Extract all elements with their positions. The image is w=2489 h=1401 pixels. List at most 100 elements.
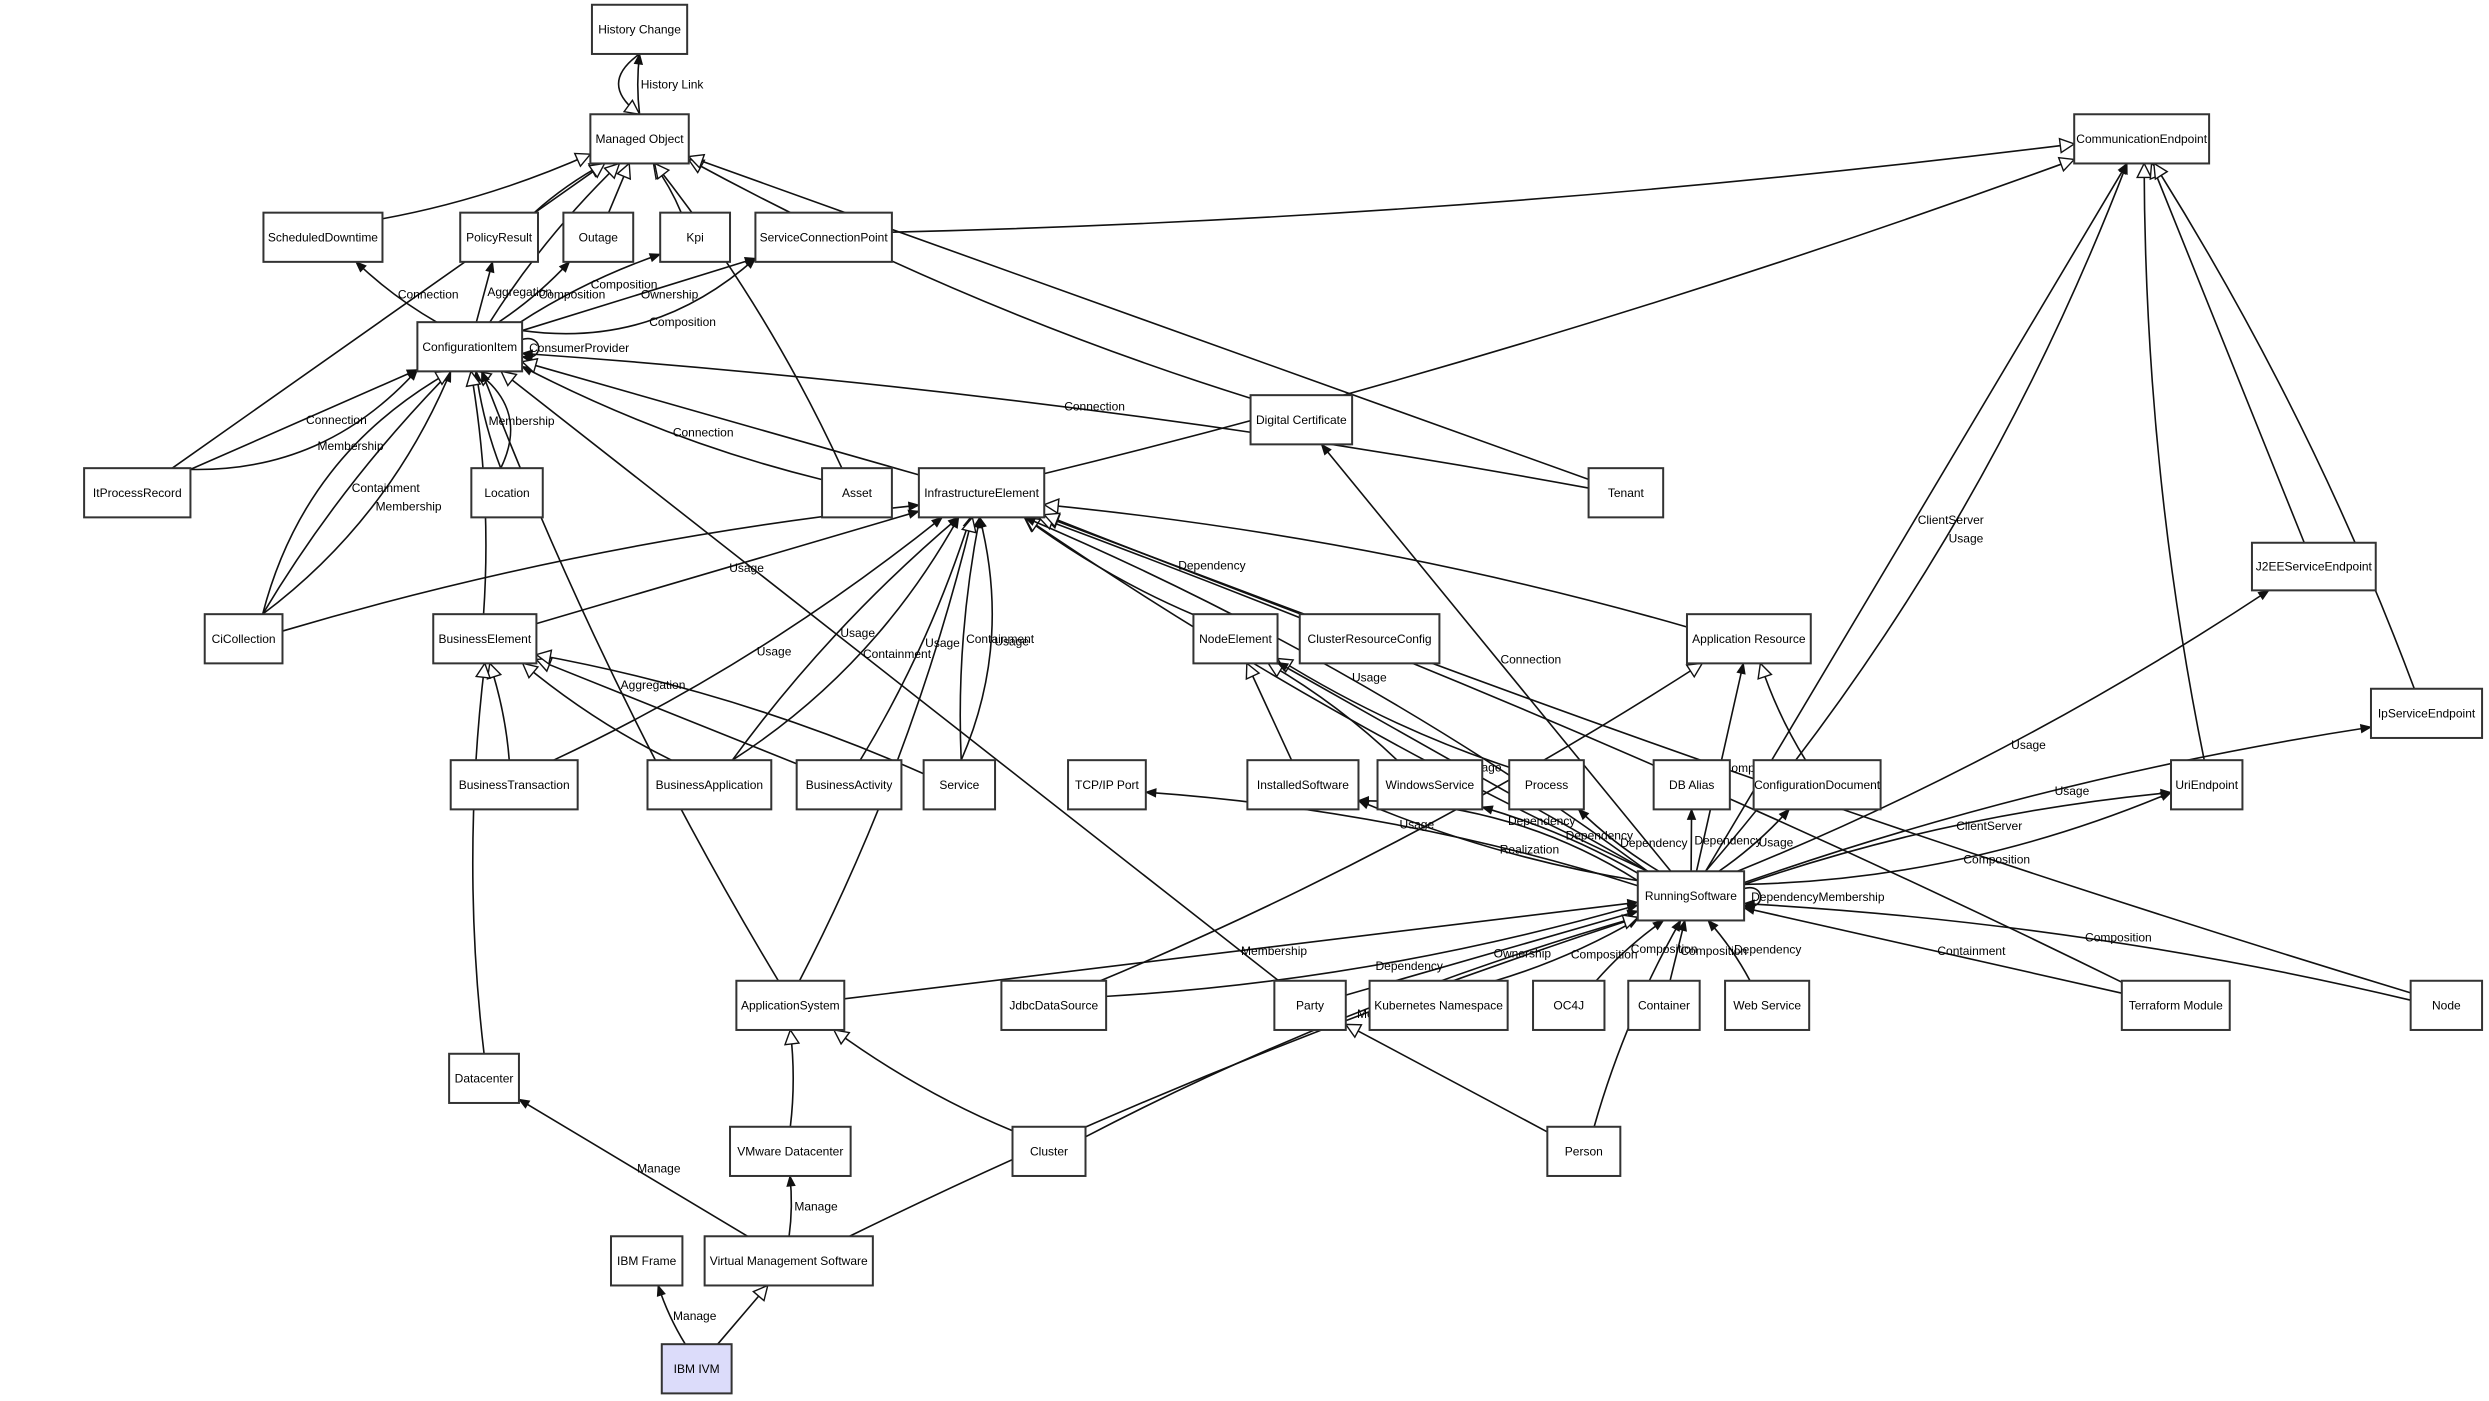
node-it-process-record[interactable]: ItProcessRecord [83, 467, 192, 519]
node-business-application[interactable]: BusinessApplication [646, 759, 773, 811]
edge-it-process-record-to-managed-object[interactable] [171, 162, 606, 469]
edge-running-software-to-uri-endpoint[interactable] [1744, 791, 2173, 886]
edge-asset-to-managed-object[interactable] [653, 162, 843, 469]
node-policy-result[interactable]: PolicyResult [459, 211, 539, 263]
edge-web-service-to-running-software[interactable] [1707, 919, 1751, 982]
edge-business-element-to-infrastructure-element[interactable] [536, 509, 921, 625]
node-node-element[interactable]: NodeElement [1192, 613, 1279, 665]
edge-running-software-to-digital-certificate[interactable] [1320, 443, 1672, 872]
edge-container-to-running-software[interactable] [1669, 919, 1687, 981]
edge-service-to-infrastructure-element[interactable] [960, 516, 994, 761]
node-location[interactable]: Location [470, 467, 544, 519]
edge-j2ee-service-endpoint-to-communication-endpoint[interactable] [2149, 162, 2306, 544]
node-application-resource[interactable]: Application Resource [1685, 613, 1812, 665]
edge-running-software-to-db-alias[interactable] [1686, 808, 1697, 872]
node-infrastructure-element[interactable]: InfrastructureElement [917, 467, 1046, 519]
node-node[interactable]: Node [2409, 979, 2484, 1031]
edge-business-application-to-infrastructure-element[interactable] [731, 516, 960, 761]
node-installed-software[interactable]: InstalledSoftware [1246, 759, 1360, 811]
edge-tenant-to-managed-object[interactable] [687, 153, 1589, 481]
edge-history-change-to-managed-object[interactable] [617, 53, 641, 116]
node-business-transaction[interactable]: BusinessTransaction [449, 759, 579, 811]
edge-running-software-to-windows-service[interactable] [1480, 805, 1639, 874]
node-history-change[interactable]: History Change [590, 3, 689, 55]
edge-application-system-to-configuration-item[interactable] [480, 370, 780, 982]
node-application-system[interactable]: ApplicationSystem [735, 979, 846, 1031]
edge-configuration-item-to-service-connection-point[interactable] [522, 257, 757, 335]
edge-digital-certificate-to-managed-object[interactable] [687, 158, 1251, 399]
node-virtual-management-software[interactable]: Virtual Management Software [703, 1235, 874, 1287]
node-windows-service[interactable]: WindowsService [1376, 759, 1484, 811]
edge-person-to-party[interactable] [1344, 1023, 1548, 1133]
edge-vmware-datacenter-to-application-system[interactable] [783, 1028, 801, 1127]
edge-business-transaction-to-business-element[interactable] [486, 661, 511, 761]
edge-installed-software-to-node-element[interactable] [1245, 661, 1293, 761]
node-digital-certificate[interactable]: Digital Certificate [1249, 394, 1354, 446]
node-outage[interactable]: Outage [562, 211, 635, 263]
edge-ibm-ivm-to-ibm-frame[interactable] [656, 1284, 686, 1345]
node-uri-endpoint[interactable]: UriEndpoint [2170, 759, 2244, 811]
edge-infrastructure-element-to-communication-endpoint[interactable] [1044, 156, 2076, 475]
node-kubernetes-namespace[interactable]: Kubernetes Namespace [1368, 979, 1509, 1031]
edge-ibm-ivm-to-virtual-management-software[interactable] [717, 1284, 769, 1345]
edge-business-transaction-to-infrastructure-element[interactable] [553, 516, 944, 761]
edge-application-resource-to-infrastructure-element[interactable] [1042, 498, 1688, 628]
edge-running-software-to-j2ee-service-endpoint[interactable] [1737, 589, 2270, 873]
node-tcpip-port[interactable]: TCP/IP Port [1067, 759, 1147, 811]
edge-configuration-document-to-application-resource[interactable] [1757, 661, 1807, 761]
node-ci-collection[interactable]: CiCollection [203, 613, 284, 665]
node-ip-service-endpoint[interactable]: IpServiceEndpoint [2369, 687, 2484, 739]
edge-virtual-management-software-to-running-software[interactable] [849, 914, 1640, 1237]
node-j2ee-service-endpoint[interactable]: J2EEServiceEndpoint [2250, 541, 2377, 592]
node-service-connection-point[interactable]: ServiceConnectionPoint [754, 211, 893, 263]
node-configuration-item[interactable]: ConfigurationItem [416, 321, 524, 373]
node-terraform-module[interactable]: Terraform Module [2120, 979, 2231, 1031]
edge-running-software-to-ip-service-endpoint[interactable] [1743, 724, 2373, 884]
edge-service-to-business-element[interactable] [534, 649, 924, 775]
edge-it-process-record-to-configuration-item[interactable] [190, 369, 419, 471]
edge-configuration-item-to-policy-result[interactable] [475, 260, 495, 323]
edge-process-to-node-element[interactable] [1276, 657, 1510, 769]
edge-configuration-item-to-scheduled-downtime[interactable] [354, 260, 438, 323]
node-tenant[interactable]: Tenant [1587, 467, 1665, 519]
edge-datacenter-to-business-element[interactable] [471, 661, 492, 1054]
node-person[interactable]: Person [1546, 1125, 1622, 1177]
edge-virtual-management-software-to-datacenter[interactable] [517, 1098, 749, 1237]
edge-service-connection-point-to-communication-endpoint[interactable] [891, 137, 2076, 233]
edge-ip-service-endpoint-to-communication-endpoint[interactable] [2153, 162, 2416, 690]
edge-oc4j-to-running-software[interactable] [1595, 919, 1665, 982]
edge-uri-endpoint-to-communication-endpoint[interactable] [2136, 161, 2206, 761]
node-ibm-ivm[interactable]: IBM IVM [660, 1343, 733, 1395]
node-communication-endpoint[interactable]: CommunicationEndpoint [2073, 113, 2211, 165]
edge-virtual-management-software-to-vmware-datacenter[interactable] [786, 1174, 796, 1237]
node-managed-object[interactable]: Managed Object [589, 113, 690, 165]
node-datacenter[interactable]: Datacenter [448, 1052, 520, 1104]
node-party[interactable]: Party [1273, 979, 1347, 1031]
edge-node-to-running-software[interactable] [1742, 899, 2411, 1001]
edge-configuration-item-to-managed-object[interactable] [489, 162, 621, 323]
node-container[interactable]: Container [1627, 979, 1701, 1031]
edge-ci-collection-to-infrastructure-element[interactable] [282, 501, 921, 632]
edge-configuration-item-to-kpi[interactable] [519, 253, 662, 323]
node-oc4j[interactable]: OC4J [1532, 979, 1606, 1031]
edge-cluster-to-application-system[interactable] [832, 1029, 1013, 1132]
edge-scheduled-downtime-to-managed-object[interactable] [382, 152, 592, 220]
node-configuration-document[interactable]: ConfigurationDocument [1752, 759, 1882, 811]
edge-configuration-item-to-outage[interactable] [498, 260, 571, 323]
node-cluster-resource-config[interactable]: ClusterResourceConfig [1298, 613, 1441, 665]
edge-party-to-configuration-item[interactable] [499, 370, 1280, 982]
edge-managed-object-to-history-change[interactable] [633, 52, 644, 115]
node-business-element[interactable]: BusinessElement [432, 613, 538, 665]
node-web-service[interactable]: Web Service [1724, 979, 1811, 1031]
node-service[interactable]: Service [922, 759, 997, 811]
edge-jdbc-data-source-to-running-software[interactable] [1106, 903, 1640, 998]
edge-outage-to-managed-object[interactable] [607, 162, 632, 213]
node-cluster[interactable]: Cluster [1011, 1125, 1087, 1177]
edge-terraform-module-to-running-software[interactable] [1742, 905, 2122, 994]
node-running-software[interactable]: RunningSoftware [1636, 870, 1746, 922]
node-vmware-datacenter[interactable]: VMware Datacenter [729, 1125, 852, 1177]
node-asset[interactable]: Asset [821, 467, 893, 519]
node-ibm-frame[interactable]: IBM Frame [609, 1235, 684, 1287]
edge-it-process-record-to-configuration-item[interactable] [190, 368, 419, 471]
edge-application-system-to-infrastructure-element[interactable] [798, 515, 977, 982]
